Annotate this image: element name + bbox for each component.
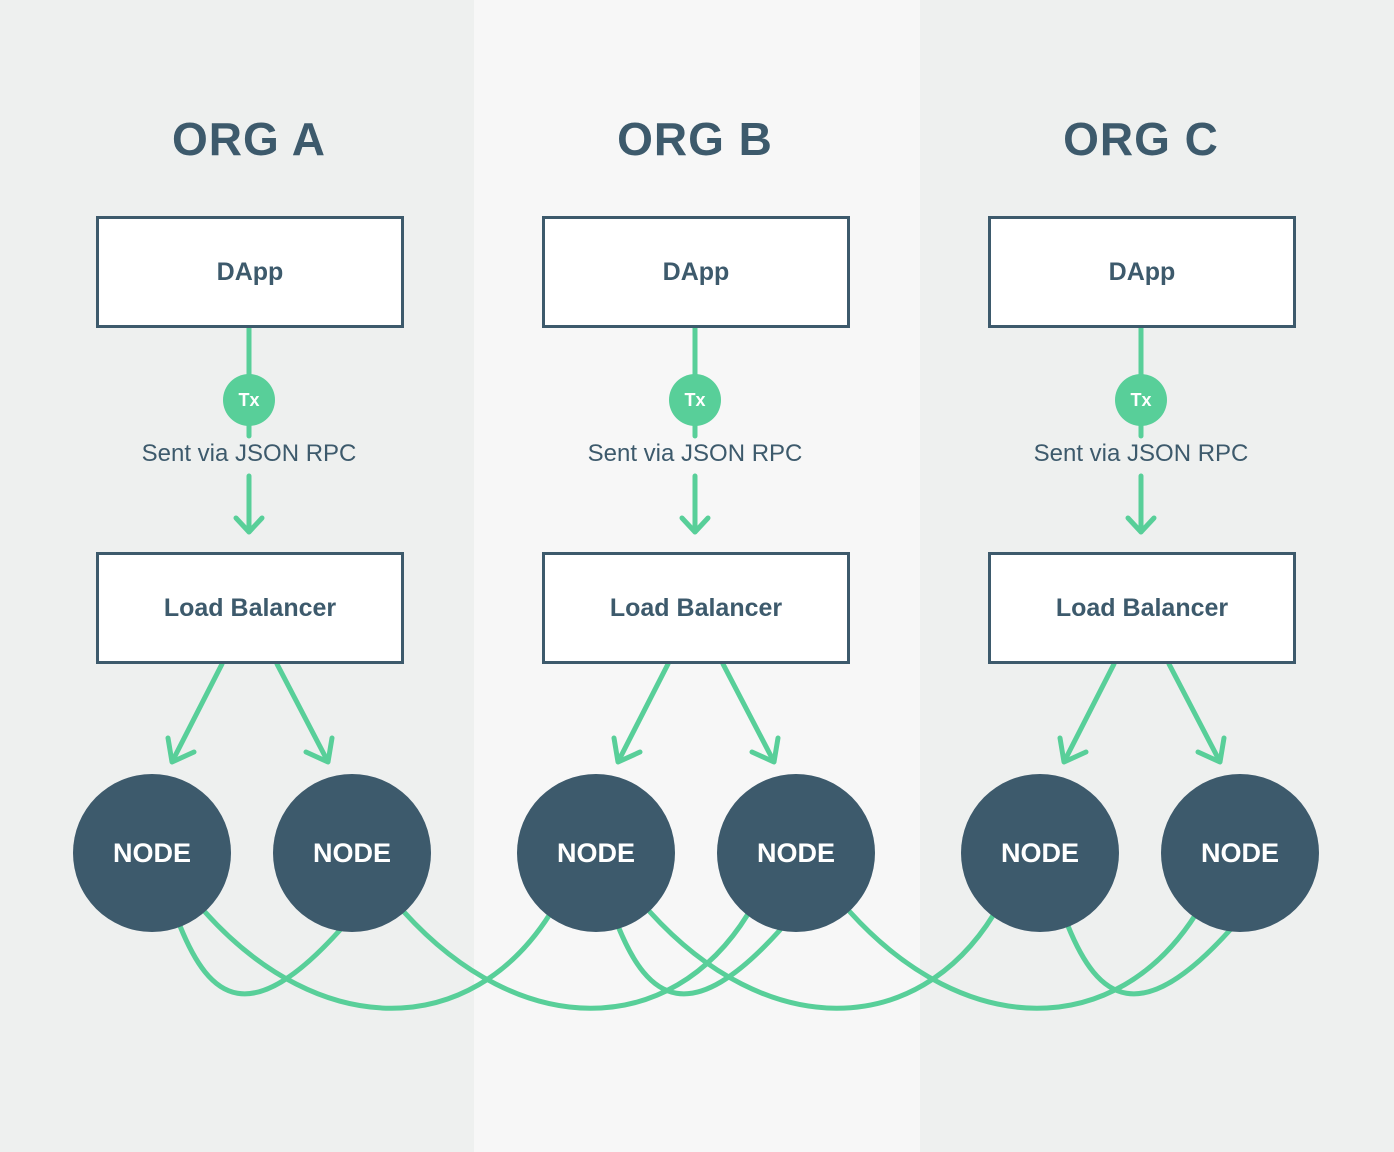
org-a-node-2: NODE: [273, 774, 431, 932]
org-a-transport-label: Sent via JSON RPC: [141, 440, 357, 467]
arrowhead-node-b2: [749, 735, 781, 765]
arrowhead-lb-a: [233, 515, 265, 535]
arrowhead-node-b1: [611, 735, 643, 765]
org-c-dapp-label: DApp: [1108, 257, 1176, 286]
org-c-transport-label: Sent via JSON RPC: [1033, 440, 1249, 467]
org-a-dapp-label: DApp: [216, 257, 284, 286]
org-c-title: ORG C: [1063, 113, 1219, 165]
peer-link-b1-c1: [647, 909, 997, 1011]
arrowhead-node-c1: [1057, 735, 1089, 765]
org-b-dapp-label: DApp: [662, 257, 730, 286]
peer-link-a2-b2: [401, 909, 751, 1011]
org-b-load-balancer-box: Load Balancer: [542, 552, 850, 664]
lb-to-node-line-a2: [274, 661, 329, 761]
peer-link-c1-c2: [1065, 923, 1233, 997]
arrowhead-node-a2: [303, 735, 335, 765]
org-b-dapp-box: DApp: [542, 216, 850, 328]
org-a-dapp-box: DApp: [96, 216, 404, 328]
lb-to-node-line-b1: [617, 661, 671, 761]
lb-to-node-line-a1: [171, 661, 225, 761]
lb-to-node-line-b2: [720, 661, 775, 761]
org-a-title: ORG A: [171, 113, 327, 165]
lb-to-node-line-c1: [1063, 661, 1117, 761]
org-b-load-balancer-label: Load Balancer: [609, 593, 783, 622]
org-b-tx-badge: Tx: [669, 374, 721, 426]
org-b-node-1: NODE: [517, 774, 675, 932]
peer-link-b2-c2: [847, 909, 1199, 1011]
org-c-tx-badge: Tx: [1115, 374, 1167, 426]
org-b-node-2: NODE: [717, 774, 875, 932]
org-c-dapp-box: DApp: [988, 216, 1296, 328]
arrowhead-lb-b: [679, 515, 711, 535]
arrowhead-node-a1: [165, 735, 197, 765]
org-c-load-balancer-box: Load Balancer: [988, 552, 1296, 664]
org-c-load-balancer-label: Load Balancer: [1055, 593, 1229, 622]
peer-link-a1-a2: [177, 923, 343, 997]
org-b-title: ORG B: [617, 113, 773, 165]
lb-to-node-line-c2: [1166, 661, 1221, 761]
org-a-node-1: NODE: [73, 774, 231, 932]
peer-link-b1-b2: [615, 923, 783, 997]
org-c-node-2: NODE: [1161, 774, 1319, 932]
arrowhead-node-c2: [1195, 735, 1227, 765]
arrowhead-lb-c: [1125, 515, 1157, 535]
org-a-load-balancer-label: Load Balancer: [163, 593, 337, 622]
peer-link-a1-b1: [202, 909, 553, 1011]
org-a-load-balancer-box: Load Balancer: [96, 552, 404, 664]
org-a-tx-badge: Tx: [223, 374, 275, 426]
org-c-node-1: NODE: [961, 774, 1119, 932]
org-b-transport-label: Sent via JSON RPC: [587, 440, 803, 467]
